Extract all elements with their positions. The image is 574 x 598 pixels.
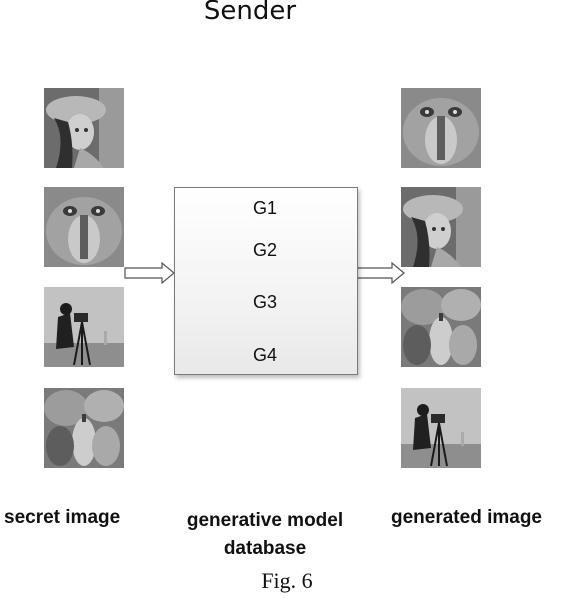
secret-image-woman: [44, 88, 124, 168]
generative-model-label: generative model database: [186, 510, 344, 559]
generative-model-box: G1 G2 G3 G4: [174, 187, 358, 375]
secret-image-cameraman: [44, 287, 124, 367]
secret-image-peppers: [44, 388, 124, 468]
generated-image-peppers: [401, 287, 481, 367]
generated-image-label: generated image: [391, 507, 542, 528]
model-g2: G2: [252, 240, 277, 260]
secret-image-label: secret image: [4, 507, 121, 528]
model-g1: G1: [252, 198, 277, 218]
generated-image-baboon: [401, 88, 481, 168]
model-g4: G4: [252, 345, 277, 365]
generated-image-cameraman: [401, 388, 481, 468]
generated-image-woman: [401, 187, 481, 267]
model-g3: G3: [252, 292, 277, 312]
figure-caption: Fig. 6: [261, 568, 313, 593]
input-arrow-icon: [124, 262, 175, 284]
secret-image-baboon: [44, 187, 124, 267]
diagram-title: Sender: [203, 0, 297, 26]
output-arrow-icon: [356, 262, 405, 284]
